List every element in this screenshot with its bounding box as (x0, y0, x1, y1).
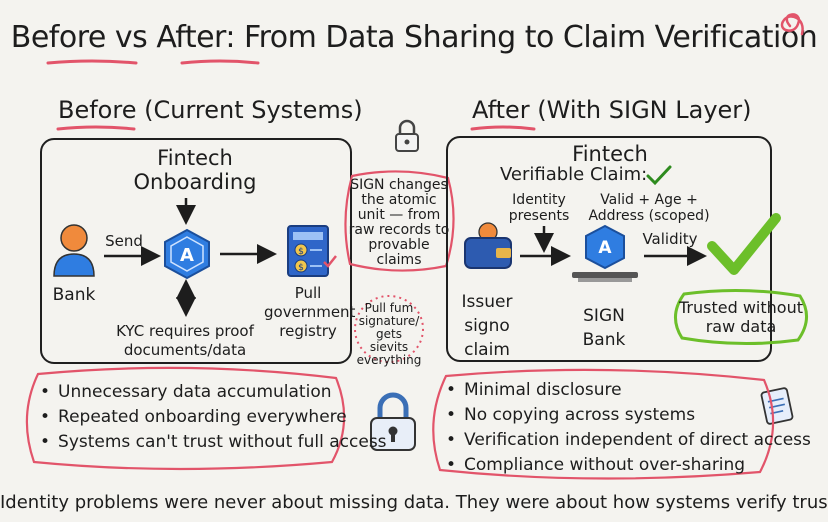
wallet-icon (464, 222, 512, 269)
before-box (40, 138, 352, 364)
svg-text:$: $ (298, 263, 304, 273)
footer-statement: Identity problems were never about missi… (0, 492, 828, 513)
valid-age-address-label: Valid + Age + Address (scoped) (588, 192, 710, 224)
title-before: Before (10, 20, 107, 55)
issuer-label: Issuer signo claim (461, 292, 513, 360)
after-fintech-label: Fintech (572, 142, 648, 166)
sign-bank-label: SIGN Bank (582, 306, 626, 350)
before-bullets-outline (25, 366, 346, 471)
verifiable-claim-text: Verifiable Claim: (500, 164, 648, 185)
before-heading-underline (56, 125, 136, 131)
bank-label: Bank (52, 285, 96, 305)
svg-text:$: $ (298, 247, 304, 257)
trusted-label: Trusted without raw data (679, 298, 803, 336)
validity-label: Validity (642, 230, 698, 248)
title-after: After (156, 20, 226, 55)
before-bullet-2: Repeated onboarding everywhere (40, 405, 387, 430)
after-heading-underline (470, 125, 536, 131)
before-bullet-1: Unnecessary data accumulation (40, 380, 387, 405)
kyc-label: KYC requires proof documents/data (116, 322, 254, 359)
title-rest: : From Data Sharing to Claim Verificatio… (225, 20, 818, 55)
trusted-outline (674, 288, 808, 346)
after-bullet-1: Minimal disclosure (446, 378, 811, 403)
after-heading-word: After (472, 96, 530, 124)
after-bullet-4: Compliance without over-sharing (446, 453, 811, 478)
page-title: Before vs After: From Data Sharing to Cl… (0, 20, 828, 55)
after-bullet-3: Verification independent of direct acces… (446, 428, 811, 453)
fintech-line2: Onboarding (133, 170, 257, 194)
before-heading-rest: (Current Systems) (144, 96, 363, 124)
before-bullet-3: Systems can't trust without full access (40, 430, 387, 455)
before-bullet-list: Unnecessary data accumulation Repeated o… (40, 380, 387, 455)
corner-scribble-icon (780, 13, 804, 36)
bank-person-icon (53, 224, 95, 277)
send-label: Send (105, 232, 143, 250)
after-box (446, 136, 772, 362)
svg-text:A: A (598, 238, 612, 258)
before-heading-word: Before (58, 96, 137, 124)
before-heading: Before (Current Systems) (58, 96, 363, 124)
svg-text:A: A (180, 245, 194, 266)
title-underline-after (180, 59, 260, 65)
fintech-line1: Fintech (157, 146, 233, 170)
pull-registry-label: Pull government registry (264, 284, 356, 340)
after-bullet-list: Minimal disclosure No copying across sys… (446, 378, 811, 478)
title-vs: vs (114, 20, 148, 55)
fintech-onboarding-label: Fintech Onboarding (130, 146, 260, 194)
after-bullet-2: No copying across systems (446, 403, 811, 428)
after-heading: After (With SIGN Layer) (472, 96, 752, 124)
sign-device-icon: A (572, 224, 638, 282)
padlock-small-icon (395, 119, 419, 152)
government-registry-icon: $ $ (287, 225, 337, 277)
pull-note-outline (354, 295, 424, 363)
after-heading-rest: (With SIGN Layer) (537, 96, 752, 124)
fintech-hexagon-icon: A (164, 228, 210, 280)
title-underline-before (46, 59, 138, 65)
center-note: SIGN changes the atomic unit — from raw … (348, 177, 450, 268)
verifiable-claim-label: Verifiable Claim: (500, 164, 647, 185)
pull-note: Pull fum signature/ gets sievits everyth… (356, 301, 422, 367)
claim-check-icon (646, 165, 672, 186)
big-check-icon (707, 213, 781, 275)
identity-presents-label: Identity presents (508, 192, 570, 224)
